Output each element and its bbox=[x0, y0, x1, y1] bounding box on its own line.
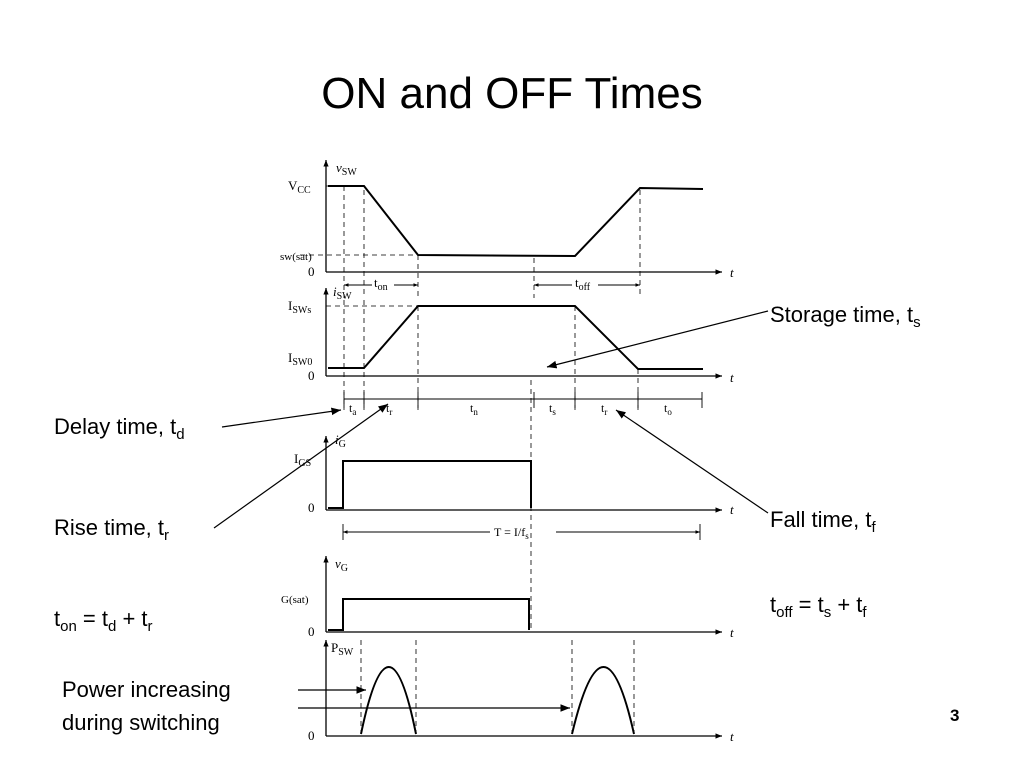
interval-label-5: tr bbox=[601, 401, 607, 417]
interval-ruler: ta tr tn ts tr to bbox=[343, 392, 703, 417]
interval-label-4: ts bbox=[549, 401, 556, 417]
isw-waveform bbox=[328, 305, 703, 370]
slide-title: ON and OFF Times bbox=[321, 69, 703, 118]
vg-waveform bbox=[328, 598, 530, 631]
interval-label-3: tn bbox=[470, 401, 478, 417]
vsw-waveform bbox=[328, 185, 704, 258]
interval-label-2: tr bbox=[386, 401, 392, 417]
rise-time-callout: Rise time, tr bbox=[54, 515, 170, 544]
vg-zero-label: 0 bbox=[308, 624, 315, 639]
vg-y-label: vG bbox=[335, 556, 348, 574]
ton-equation: ton = td + tr bbox=[54, 606, 153, 635]
delay-time-callout: Delay time, td bbox=[54, 414, 185, 443]
ig-y-label: iG bbox=[335, 432, 346, 450]
isw-y-label: iSW bbox=[333, 284, 352, 302]
toff-equation: toff = ts + tf bbox=[770, 592, 867, 621]
psw-t-label: t bbox=[730, 729, 734, 744]
psw-turnoff-pulse bbox=[571, 666, 635, 735]
page-number: 3 bbox=[950, 706, 960, 725]
isw-panel: iSW ISWs ISW0 0 t bbox=[288, 284, 734, 410]
psw-panel: PSW 0 t bbox=[308, 640, 734, 744]
psw-turnon-pulse bbox=[360, 666, 417, 735]
vg-panel: vG G(sat) 0 t bbox=[281, 556, 734, 640]
psw-y-label: PSW bbox=[331, 640, 354, 658]
ton-label: ton bbox=[374, 275, 388, 293]
vsw-zero-label: 0 bbox=[308, 264, 315, 279]
ig-t-label: t bbox=[730, 502, 734, 517]
vsw-y-label: vSW bbox=[336, 160, 357, 178]
isw-high-label: ISWs bbox=[288, 298, 311, 316]
delay-arrow bbox=[221, 407, 342, 428]
interval-label-1: ta bbox=[349, 401, 356, 417]
callout-arrows bbox=[213, 310, 769, 712]
rise-arrow bbox=[213, 403, 389, 529]
isw-zero-label: 0 bbox=[308, 368, 315, 383]
vg-high-label: G(sat) bbox=[281, 594, 309, 606]
ig-zero-label: 0 bbox=[308, 500, 315, 515]
vg-t-label: t bbox=[730, 625, 734, 640]
ig-waveform bbox=[328, 460, 532, 509]
storage-time-callout: Storage time, ts bbox=[770, 302, 921, 331]
vsw-vcc-label: VCC bbox=[288, 178, 311, 196]
storage-arrow bbox=[546, 310, 769, 369]
period-label: T = I/fs bbox=[494, 525, 529, 541]
interval-label-6: to bbox=[664, 401, 672, 417]
vsw-sat-label: sw(sat) bbox=[280, 251, 312, 263]
isw-low-label: ISW0 bbox=[288, 350, 312, 368]
isw-t-label: t bbox=[730, 370, 734, 385]
vsw-t-label: t bbox=[730, 265, 734, 280]
fall-time-callout: Fall time, tf bbox=[770, 507, 876, 536]
toff-label: toff bbox=[575, 275, 591, 293]
power-callout-line2: during switching bbox=[62, 710, 220, 735]
ig-panel: iG IGS 0 t T = I/fs bbox=[294, 432, 734, 541]
vsw-panel: vSW VCC sw(sat) 0 t ton toff bbox=[280, 160, 734, 298]
fall-arrow bbox=[615, 409, 769, 514]
psw-zero-label: 0 bbox=[308, 728, 315, 743]
power-callout-line1: Power increasing bbox=[62, 677, 231, 702]
